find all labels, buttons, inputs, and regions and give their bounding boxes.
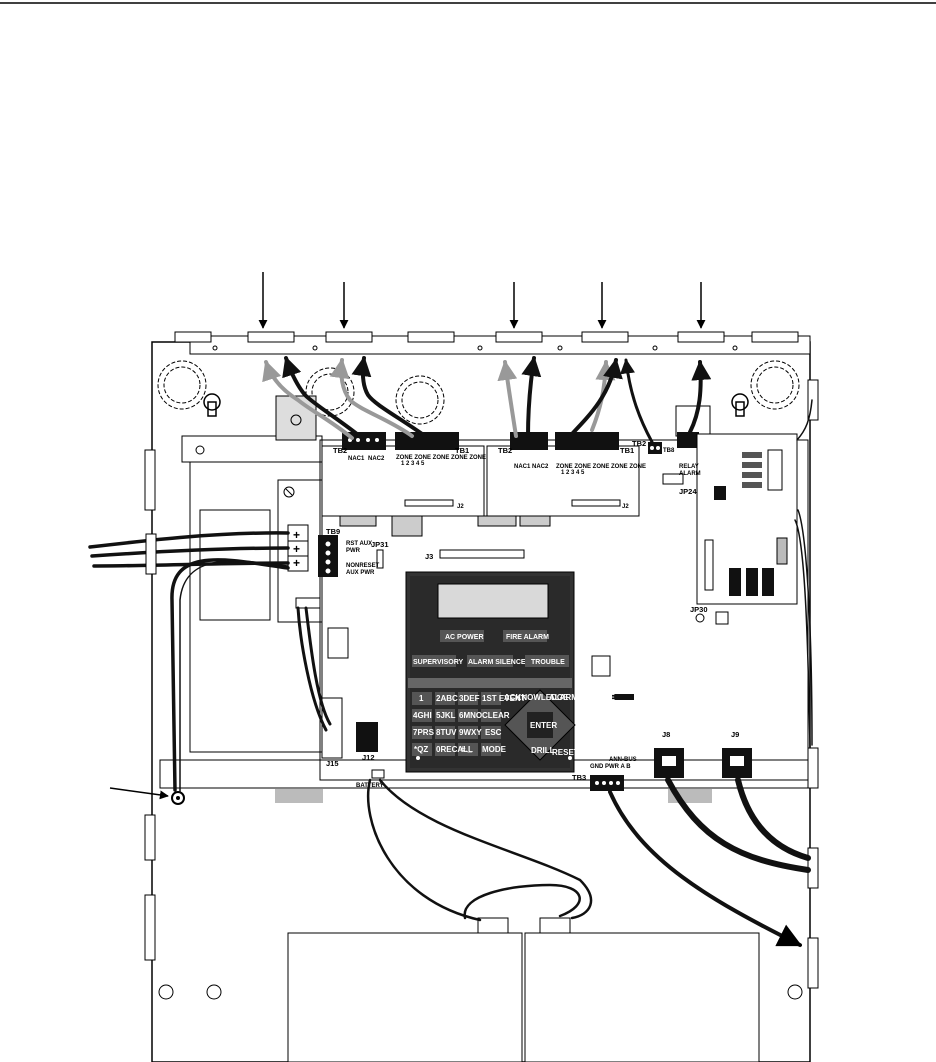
key-clear: CLEAR (482, 711, 510, 720)
relay-module (662, 405, 798, 625)
key-hash: #._ (461, 745, 473, 754)
supervisory-led (412, 655, 456, 667)
tb9-connector (318, 535, 338, 577)
tb2-left-label: TB2 (333, 446, 347, 455)
tb8-label: TB8 (663, 448, 675, 454)
mount-hole (787, 984, 803, 1000)
j3-header (439, 549, 525, 559)
nac1-left-label: NAC1 (348, 456, 365, 462)
j12-connector (356, 722, 378, 752)
ann-header (612, 694, 634, 700)
mount-hole (158, 984, 174, 1000)
trouble-led-label: TROUBLE (531, 659, 565, 666)
callout-arrows (109, 272, 706, 800)
key-acknowledge: ACKNOWLEDGE (504, 693, 569, 702)
j12-label: J12 (362, 753, 375, 762)
j15-label: J15 (326, 759, 339, 768)
rst-aux-pwr-label: PWR (346, 548, 361, 554)
fire-alarm-led-label: FIRE ALARM (506, 634, 549, 641)
tb2-mid-label: TB2 (498, 446, 512, 455)
key-mode: MODE (482, 745, 507, 754)
j15-connector (321, 697, 343, 759)
power-harness-connector (295, 597, 321, 609)
keypad-keys (412, 692, 501, 756)
key-drill: DRILL (531, 746, 555, 755)
mount-hole (206, 984, 222, 1000)
battery-left (287, 932, 523, 1062)
nonreset-label: NONRESET (346, 563, 380, 569)
nac2-mid-label: NAC2 (532, 464, 549, 470)
key-4ghi: 4GHI (413, 711, 432, 720)
fuse-block (327, 627, 349, 659)
key-0-recall: 0RECALL (436, 745, 473, 754)
key-6mno: 6MNO (459, 711, 482, 720)
key-7prs: 7PRS (413, 728, 435, 737)
key-9wxy: 9WXY (459, 728, 482, 737)
tb3-connector (590, 775, 624, 791)
j2-mid-label: J2 (622, 504, 629, 510)
alarm-label: ALARM (679, 471, 701, 477)
jp31-jumper (376, 549, 384, 569)
key-star-qz: *QZ (414, 745, 428, 754)
key-esc: ESC (485, 728, 502, 737)
ac-power-led-label: AC POWER (445, 634, 484, 641)
relay-label: RELAY (679, 464, 699, 470)
fire-alarm-led (503, 630, 547, 642)
buzzer (591, 655, 611, 677)
jp31-label: JP31 (371, 540, 389, 549)
battery-right (524, 932, 760, 1062)
standoff-left (275, 789, 323, 803)
key-reset: RESET (552, 748, 579, 757)
key-1st-event: 1ST EVENT (482, 694, 526, 703)
svg-text:+: + (293, 528, 300, 542)
ann-pins-label: GND PWR A B (590, 764, 631, 770)
alarm-silenced-led-label: ALARM SILENCED (468, 659, 531, 666)
supervisory-led-label: SUPERVISORY (413, 659, 464, 666)
keypad-display (405, 571, 576, 773)
wiring (88, 356, 813, 947)
key-2abc: 2ABC (436, 694, 458, 703)
tb8-connector (648, 442, 662, 454)
ann-bus-label: ANN-BUS (609, 757, 637, 763)
option-module-middle (477, 432, 640, 527)
rst-aux-label: RST AUX (346, 541, 372, 547)
key-alarm-silence: ALARM SILENCE (549, 693, 615, 702)
tb1-left-label: TB1 (455, 446, 469, 455)
ac-power-led (440, 630, 484, 642)
key-3def: 3DEF (459, 694, 480, 703)
key-5jkl: 5JKL (436, 711, 456, 720)
alarm-silenced-led (467, 655, 513, 667)
lcd-screen (437, 583, 549, 619)
tb1-mid-label: TB1 (620, 446, 634, 455)
zones-left-label: ZONE ZONE ZONE ZONE ZONE (396, 455, 486, 461)
earth-ground-stud (171, 791, 185, 805)
key-8tuv: 8TUV (436, 728, 457, 737)
key-enter: ENTER (530, 721, 557, 730)
tb2-right-label: TB2 (632, 439, 646, 448)
tb9-label: TB9 (326, 527, 340, 536)
tb3-label: TB3 (572, 773, 586, 782)
jp30-label: JP30 (690, 605, 708, 614)
trouble-led (525, 655, 569, 667)
j9-label: J9 (731, 730, 739, 739)
svg-text:+: + (293, 542, 300, 556)
jp24-label: JP24 (679, 487, 697, 496)
j2-left-label: J2 (457, 504, 464, 510)
j3-label: J3 (425, 552, 433, 561)
nac1-mid-label: NAC1 (514, 464, 531, 470)
j8-label: J8 (662, 730, 670, 739)
key-1: 1 (419, 694, 424, 703)
zones-mid-label: ZONE ZONE ZONE ZONE ZONE (556, 464, 646, 470)
zone-numbers-left: 1 2 3 4 5 (401, 461, 425, 467)
zone-numbers-mid: 1 2 3 4 5 (561, 470, 585, 476)
power-supply-area: + + + (181, 395, 323, 753)
nonreset-aux-label: AUX PWR (346, 570, 375, 576)
svg-text:+: + (293, 556, 300, 570)
nac2-left-label: NAC2 (368, 456, 385, 462)
